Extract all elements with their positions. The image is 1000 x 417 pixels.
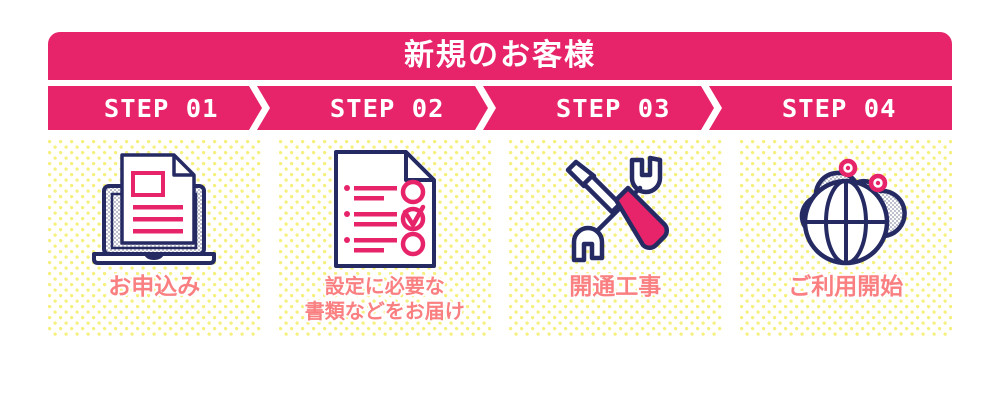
step-card-4[interactable]: ご利用開始 xyxy=(739,140,952,338)
step-card-3[interactable]: 開通工事 xyxy=(509,140,722,338)
step-card-label-4: ご利用開始 xyxy=(788,274,904,300)
step-item-2[interactable]: STEP 02 xyxy=(274,86,500,130)
page-title: 新規のお客様 xyxy=(404,38,596,73)
step-label-2: STEP 02 xyxy=(329,93,445,123)
step-label-4: STEP 04 xyxy=(781,93,897,123)
cloud-globe-icon xyxy=(782,144,910,274)
laptop-document-icon xyxy=(90,144,218,274)
step-label-1: STEP 01 xyxy=(103,93,219,123)
step-card-label-1: お申込み xyxy=(108,274,201,300)
new-customer-flow: 新規のお客様 STEP 01 STEP 02 STEP 03 xyxy=(48,32,952,338)
step-item-1[interactable]: STEP 01 xyxy=(48,86,274,130)
step-card-label-2: 設定に必要な 書類などをお届け xyxy=(304,274,465,323)
step-cards: お申込み xyxy=(48,140,952,338)
chevron-right-icon xyxy=(475,86,501,130)
step-item-4[interactable]: STEP 04 xyxy=(726,86,952,130)
screwdriver-wrench-icon xyxy=(554,144,676,274)
checklist-document-icon xyxy=(330,144,440,274)
flow-title-bar: 新規のお客様 xyxy=(48,32,952,80)
step-card-1[interactable]: お申込み xyxy=(48,140,261,338)
step-item-3[interactable]: STEP 03 xyxy=(500,86,726,130)
chevron-right-icon xyxy=(249,86,275,130)
step-bar: STEP 01 STEP 02 STEP 03 xyxy=(48,86,952,130)
chevron-right-icon xyxy=(701,86,727,130)
step-label-3: STEP 03 xyxy=(555,93,671,123)
step-card-2[interactable]: 設定に必要な 書類などをお届け xyxy=(278,140,491,338)
step-card-label-3: 開通工事 xyxy=(569,274,662,300)
